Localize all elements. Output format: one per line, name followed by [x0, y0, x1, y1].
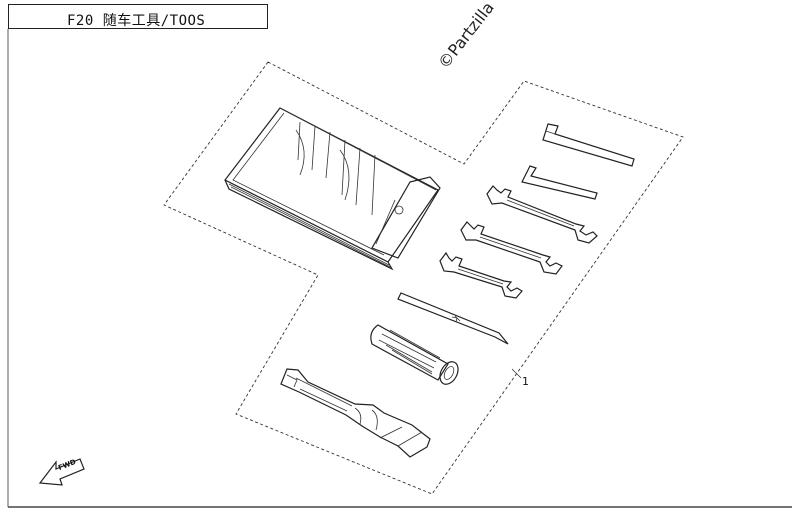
open-end-wrench-3-icon [439, 251, 523, 299]
screwdriver-handle-icon [370, 324, 459, 385]
hex-key-icon [542, 123, 635, 167]
open-end-wrench-2-icon [460, 221, 563, 275]
callout-leader [511, 368, 522, 379]
tool-bag-icon [224, 107, 441, 271]
hex-key-small-icon [521, 165, 598, 200]
socket-wrench-icon [280, 368, 431, 458]
title-box: F20 随车工具/TOOS [8, 4, 268, 29]
open-end-wrench-icon [486, 185, 598, 244]
diagram-title: F20 随车工具/TOOS [67, 13, 206, 29]
kit-outline [163, 61, 684, 495]
callout-number: 1 [522, 375, 529, 388]
screwdriver-shaft-icon [397, 292, 509, 345]
forward-arrow-icon [38, 458, 85, 486]
